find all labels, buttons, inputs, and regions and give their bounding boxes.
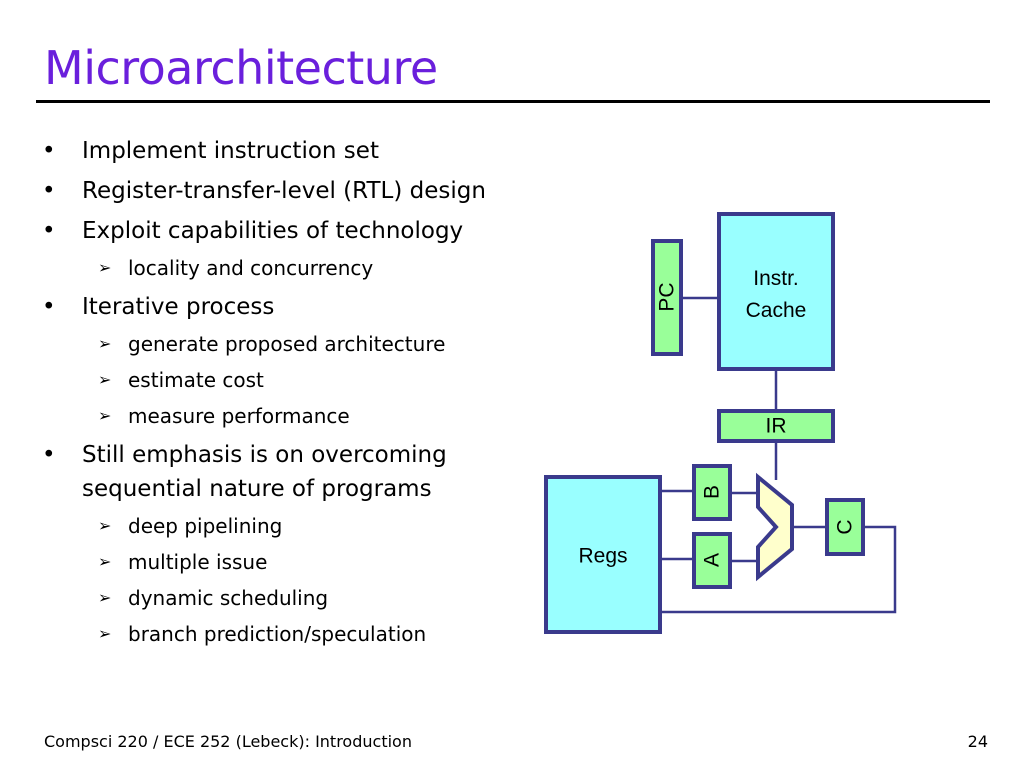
bullet-dot-icon: •: [42, 178, 56, 204]
bullet-item: • Implement instruction set: [42, 134, 562, 168]
sub-bullet-item: ➢ estimate cost: [42, 366, 562, 394]
bullet-item: • Exploit capabilities of technology: [42, 214, 562, 248]
alu: [756, 472, 794, 582]
bullet-dot-icon: •: [42, 138, 56, 164]
pc-label: PC: [656, 282, 679, 311]
arrow-bullet-icon: ➢: [98, 624, 112, 643]
regs-label: Regs: [578, 545, 627, 568]
sub-bullet-text: dynamic scheduling: [128, 586, 329, 610]
arrow-bullet-icon: ➢: [98, 370, 112, 389]
sub-bullet-text: multiple issue: [128, 550, 268, 574]
wire-c-regs: [661, 525, 897, 614]
sub-bullet-text: locality and concurrency: [128, 256, 374, 280]
sub-bullet-item: ➢ multiple issue: [42, 548, 562, 576]
sub-bullet-text: measure performance: [128, 404, 350, 428]
instruction-cache: [717, 212, 835, 371]
bullet-text: Exploit capabilities of technology: [82, 218, 464, 244]
arrow-bullet-icon: ➢: [98, 552, 112, 571]
arrow-bullet-icon: ➢: [98, 406, 112, 425]
a-label: A: [701, 553, 724, 567]
sub-bullet-text: deep pipelining: [128, 514, 283, 538]
bullet-text: Still emphasis is on overcoming sequenti…: [82, 442, 447, 502]
sub-bullet-item: ➢ branch prediction/speculation: [42, 620, 562, 648]
sub-bullet-text: branch prediction/speculation: [128, 622, 427, 646]
b-label: B: [701, 485, 724, 499]
cache-label-line2: Cache: [746, 299, 807, 322]
c-register: [825, 498, 865, 556]
ir-label: IR: [766, 415, 787, 438]
bullet-item: • Register-transfer-level (RTL) design: [42, 174, 562, 208]
a-register: [692, 532, 732, 589]
sub-bullet-item: ➢ measure performance: [42, 402, 562, 430]
arrow-bullet-icon: ➢: [98, 258, 112, 277]
bullet-dot-icon: •: [42, 218, 56, 244]
page-number: 24: [967, 732, 988, 751]
arrow-bullet-icon: ➢: [98, 334, 112, 353]
bullet-item: • Still emphasis is on overcoming sequent…: [42, 438, 562, 506]
sub-bullet-item: ➢ deep pipelining: [42, 512, 562, 540]
bullet-text: Implement instruction set: [82, 138, 379, 164]
sub-bullet-text: estimate cost: [128, 368, 264, 392]
arrow-bullet-icon: ➢: [98, 516, 112, 535]
b-register: [692, 464, 732, 521]
register-file: [544, 475, 662, 634]
c-label: C: [834, 519, 857, 534]
arrow-bullet-icon: ➢: [98, 588, 112, 607]
bullet-dot-icon: •: [42, 442, 56, 468]
cache-label-line1: Instr.: [753, 267, 799, 290]
wires: [661, 296, 897, 614]
pc-register: [651, 239, 683, 356]
title-divider: [36, 100, 990, 103]
slide-title: Microarchitecture: [44, 41, 438, 95]
ir-register: [717, 409, 835, 443]
sub-bullet-text: generate proposed architecture: [128, 332, 446, 356]
bullet-list: • Implement instruction set • Register-tra…: [42, 134, 562, 656]
bullet-text: Register-transfer-level (RTL) design: [82, 178, 486, 204]
footer-course: Compsci 220 / ECE 252 (Lebeck): Introduc…: [44, 732, 412, 751]
bullet-item: • Iterative process: [42, 290, 562, 324]
sub-bullet-item: ➢ dynamic scheduling: [42, 584, 562, 612]
sub-bullet-item: ➢ locality and concurrency: [42, 254, 562, 282]
bullet-text: Iterative process: [82, 294, 275, 320]
bullet-dot-icon: •: [42, 294, 56, 320]
sub-bullet-item: ➢ generate proposed architecture: [42, 330, 562, 358]
